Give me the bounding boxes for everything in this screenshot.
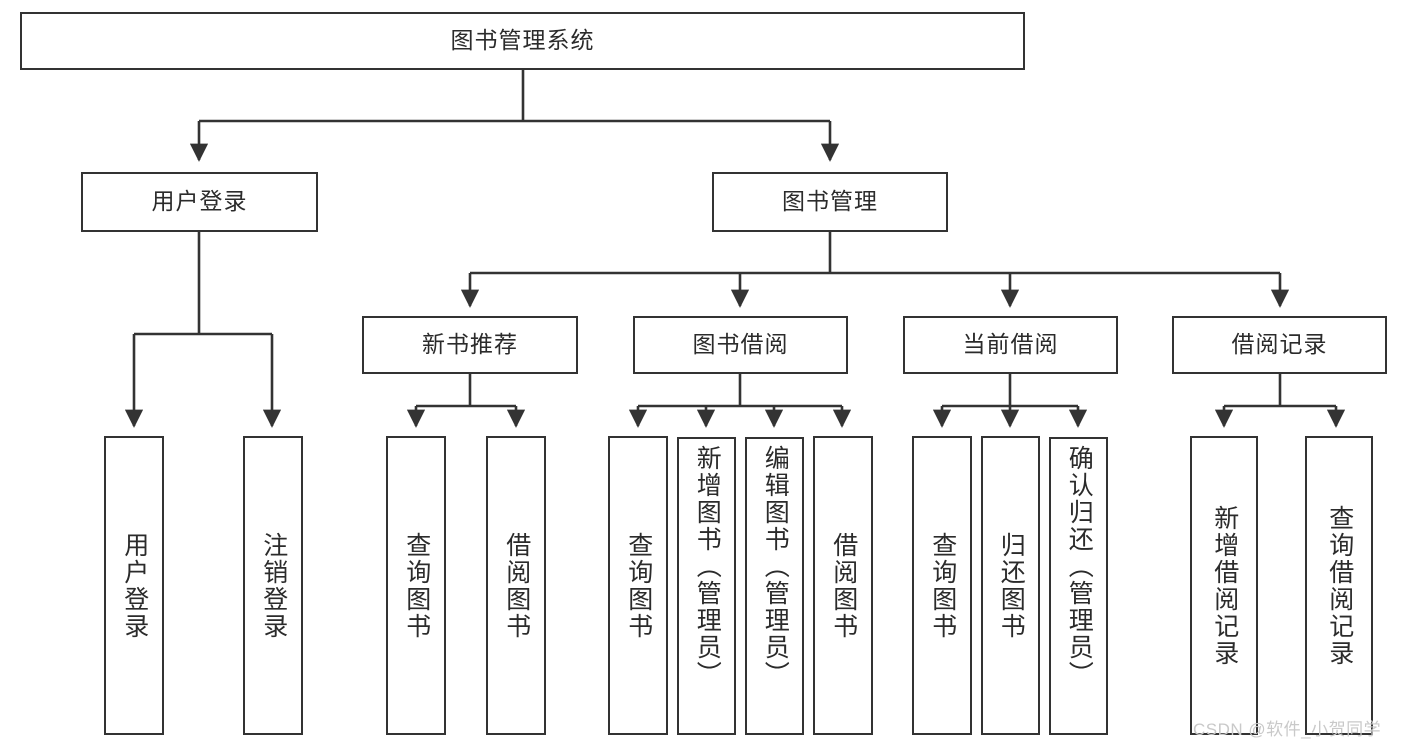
node-root-system[interactable]: 图书管理系统 <box>20 12 1025 70</box>
node-book-management[interactable]: 图书管理 <box>712 172 948 232</box>
node-new-book-recommend[interactable]: 新书推荐 <box>362 316 578 374</box>
node-current-borrow[interactable]: 当前借阅 <box>903 316 1118 374</box>
leaf-logout-login[interactable]: 注销登录 <box>243 436 303 735</box>
leaf-query-book-recommend[interactable]: 查询图书 <box>386 436 446 735</box>
node-book-borrow[interactable]: 图书借阅 <box>633 316 848 374</box>
leaf-query-borrow-record[interactable]: 查询借阅记录 <box>1305 436 1373 735</box>
node-borrow-record[interactable]: 借阅记录 <box>1172 316 1387 374</box>
leaf-user-login[interactable]: 用户登录 <box>104 436 164 735</box>
leaf-borrow-book-recommend[interactable]: 借阅图书 <box>486 436 546 735</box>
leaf-borrow-book[interactable]: 借阅图书 <box>813 436 873 735</box>
leaf-confirm-return-admin[interactable]: 确认归还（管理员） <box>1049 437 1108 735</box>
node-user-login[interactable]: 用户登录 <box>81 172 318 232</box>
leaf-add-borrow-record[interactable]: 新增借阅记录 <box>1190 436 1258 735</box>
leaf-query-book-current[interactable]: 查询图书 <box>912 436 972 735</box>
leaf-query-book-borrow[interactable]: 查询图书 <box>608 436 668 735</box>
leaf-edit-book-admin[interactable]: 编辑图书（管理员） <box>745 437 804 735</box>
leaf-add-book-admin[interactable]: 新增图书（管理员） <box>677 437 736 735</box>
leaf-return-book[interactable]: 归还图书 <box>981 436 1040 735</box>
